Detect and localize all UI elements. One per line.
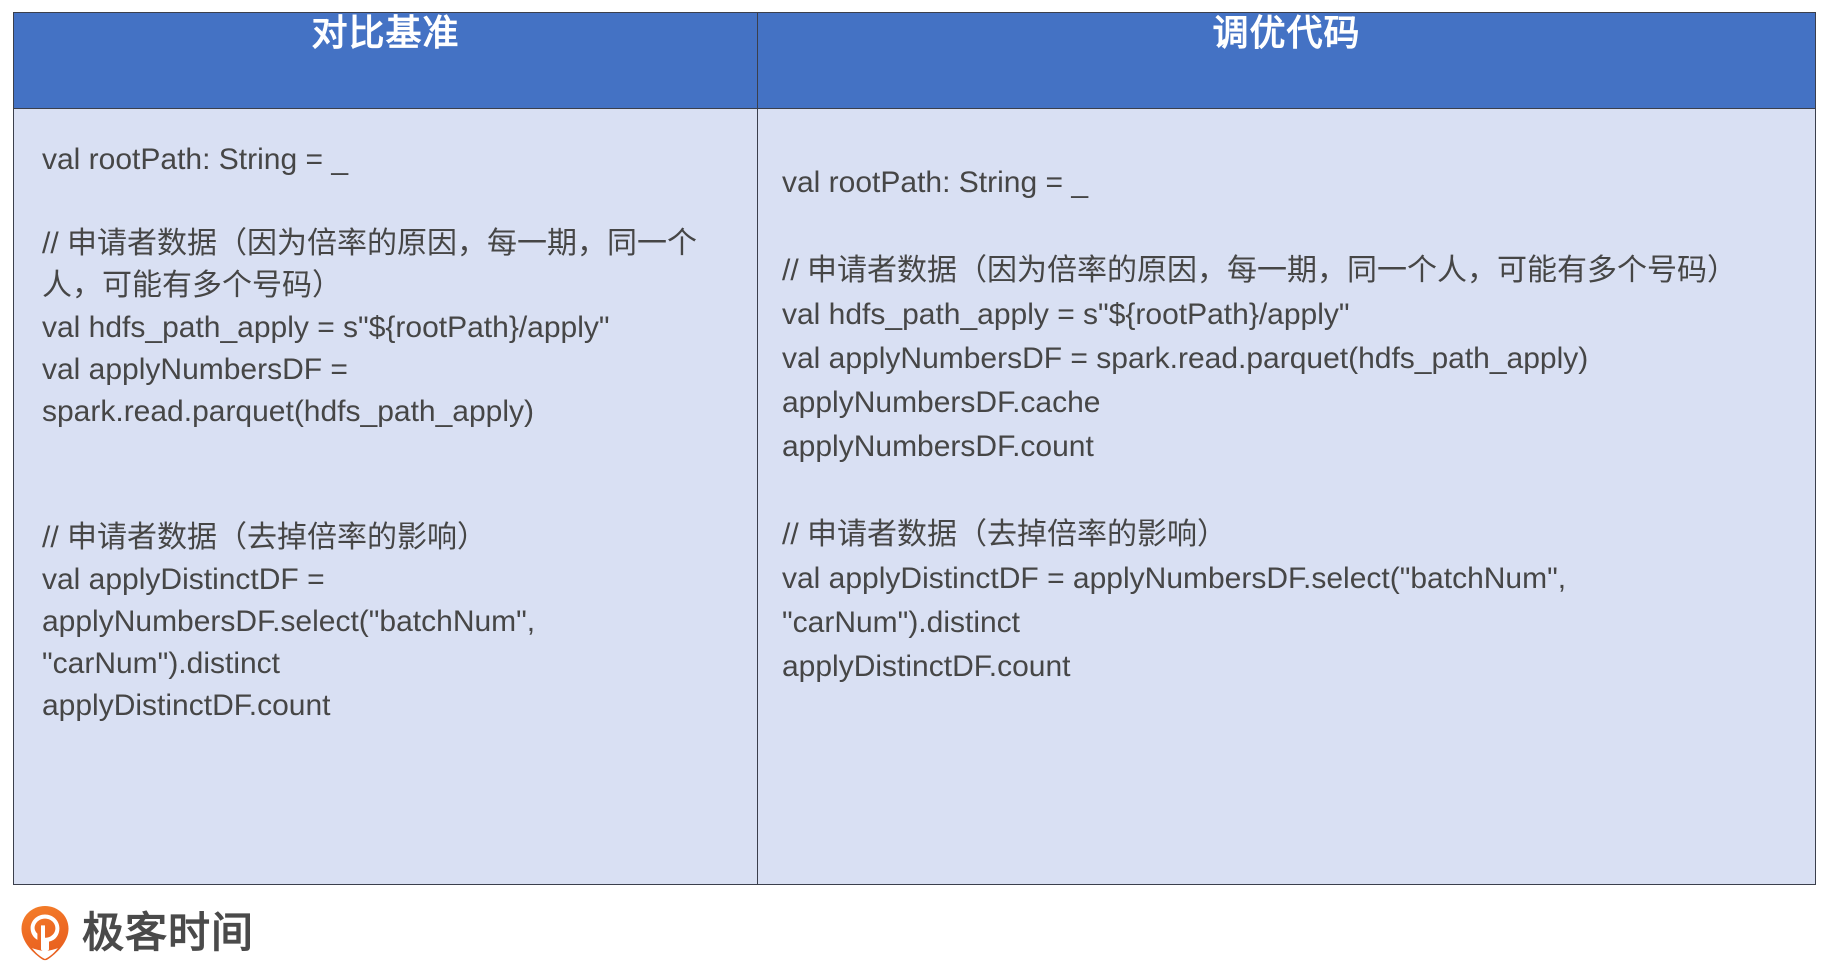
baseline-code-text: val rootPath: String = _ // 申请者数据（因为倍率的原… [42, 143, 698, 722]
cell-baseline-code: val rootPath: String = _ // 申请者数据（因为倍率的原… [13, 108, 758, 885]
table-header: 对比基准 调优代码 [13, 12, 1816, 109]
table-row: val rootPath: String = _ // 申请者数据（因为倍率的原… [13, 108, 1816, 885]
column-header-tuned-label: 调优代码 [1212, 12, 1361, 53]
brand-name-label: 极客时间 [82, 909, 255, 956]
column-header-baseline: 对比基准 [13, 12, 758, 109]
tuned-code-text: val rootPath: String = _ // 申请者数据（因为倍率的原… [782, 166, 1738, 683]
geektime-pin-icon [21, 906, 69, 961]
brand-logo: 极客时间 [20, 905, 254, 961]
table-body: val rootPath: String = _ // 申请者数据（因为倍率的原… [13, 108, 1816, 885]
cell-tuned-code: val rootPath: String = _ // 申请者数据（因为倍率的原… [757, 108, 1816, 885]
table-header-row: 对比基准 调优代码 [13, 12, 1816, 109]
comparison-table: 对比基准 调优代码 val rootPath: String = _ // 申请… [13, 12, 1816, 885]
column-header-tuned: 调优代码 [757, 12, 1816, 109]
column-header-baseline-label: 对比基准 [311, 12, 460, 53]
